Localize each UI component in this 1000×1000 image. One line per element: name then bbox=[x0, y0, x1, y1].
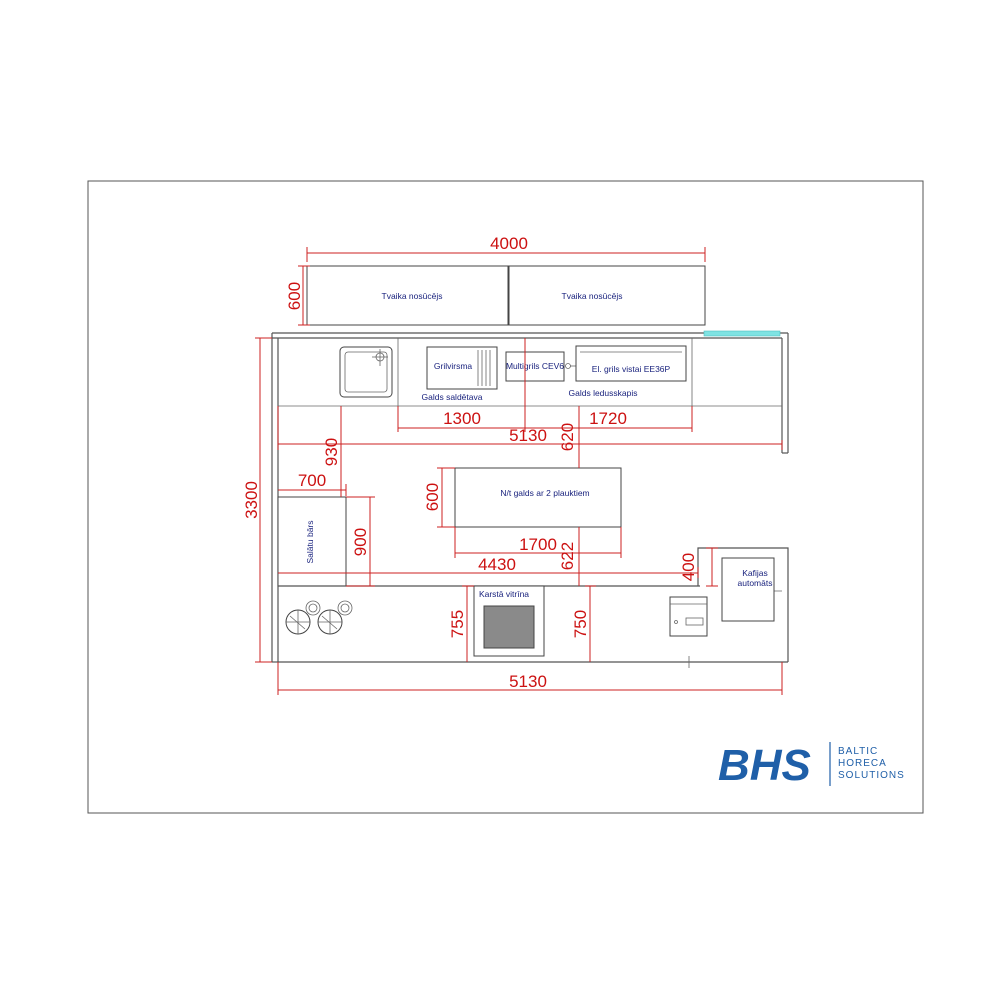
hood-right-label: Tvaika nosūcējs bbox=[562, 291, 623, 301]
logo-line-2: HORECA bbox=[838, 758, 887, 769]
hood-left: Tvaika nosūcējs bbox=[306, 265, 509, 326]
burner-right bbox=[317, 600, 353, 635]
hood-right: Tvaika nosūcējs bbox=[508, 265, 706, 326]
oven bbox=[669, 596, 708, 637]
sink bbox=[339, 346, 393, 398]
hot-vitrine-label: Karstā vitrīna bbox=[479, 589, 529, 599]
dim-run-right: 1720 bbox=[589, 409, 627, 428]
dim-salad-depth: 700 bbox=[298, 471, 326, 490]
logo-main-text: BHS bbox=[718, 741, 811, 790]
salad-bar: Salātu bārs bbox=[277, 496, 347, 587]
dim-right-750: 750 bbox=[571, 610, 590, 638]
coffee-label-2: automāts bbox=[738, 578, 773, 588]
dim-left-755: 755 bbox=[448, 610, 467, 638]
dim-mid-run: 4430 bbox=[478, 555, 516, 574]
burner-left bbox=[285, 600, 321, 635]
dim-salad-len: 900 bbox=[351, 528, 370, 556]
griddle: Grilvirsma bbox=[426, 346, 498, 390]
coffee-label-1: Kafijas bbox=[742, 568, 768, 578]
dimension-lines bbox=[255, 247, 783, 695]
fridge-table-label: Galds ledusskapis bbox=[569, 388, 638, 398]
griddle-label: Grilvirsma bbox=[434, 361, 473, 371]
dim-left-930: 930 bbox=[322, 438, 341, 466]
bhs-logo: BHS BALTIC HORECA SOLUTIONS bbox=[718, 741, 905, 790]
logo-line-3: SOLUTIONS bbox=[838, 770, 905, 781]
dim-hood-depth: 600 bbox=[285, 282, 304, 310]
dim-table-depth: 600 bbox=[423, 483, 442, 511]
electric-grill: El. grils vistai EE36P bbox=[575, 345, 687, 382]
dim-run-total-top: 5130 bbox=[509, 426, 547, 445]
center-table: N/t galds ar 2 plauktiem bbox=[454, 467, 622, 528]
dim-run-left: 1300 bbox=[443, 409, 481, 428]
dim-run-total-bottom: 5130 bbox=[509, 672, 547, 691]
dim-total-depth: 3300 bbox=[242, 481, 261, 519]
dim-aisle-top: 620 bbox=[558, 423, 577, 451]
dim-aisle-bottom: 622 bbox=[558, 542, 577, 570]
dim-hood-width: 4000 bbox=[490, 234, 528, 253]
center-table-label: N/t galds ar 2 plauktiem bbox=[500, 488, 589, 498]
top-counter-accent bbox=[703, 330, 781, 337]
multigrill: Multigrils CEV6 bbox=[505, 351, 578, 382]
hot-vitrine: Karstā vitrīna bbox=[473, 585, 545, 657]
freezer-table-label: Galds saldētava bbox=[422, 392, 483, 402]
dim-coffee-depth: 400 bbox=[679, 553, 698, 581]
hood-left-label: Tvaika nosūcējs bbox=[382, 291, 443, 301]
electric-grill-label: El. grils vistai EE36P bbox=[592, 364, 671, 374]
logo-line-1: BALTIC bbox=[838, 746, 878, 757]
multigrill-label: Multigrils CEV6 bbox=[506, 361, 564, 371]
drawing-frame bbox=[87, 180, 924, 814]
salad-bar-label: Salātu bārs bbox=[305, 521, 315, 564]
dim-table-len: 1700 bbox=[519, 535, 557, 554]
coffee-machine: Kafijas automāts bbox=[721, 557, 775, 622]
